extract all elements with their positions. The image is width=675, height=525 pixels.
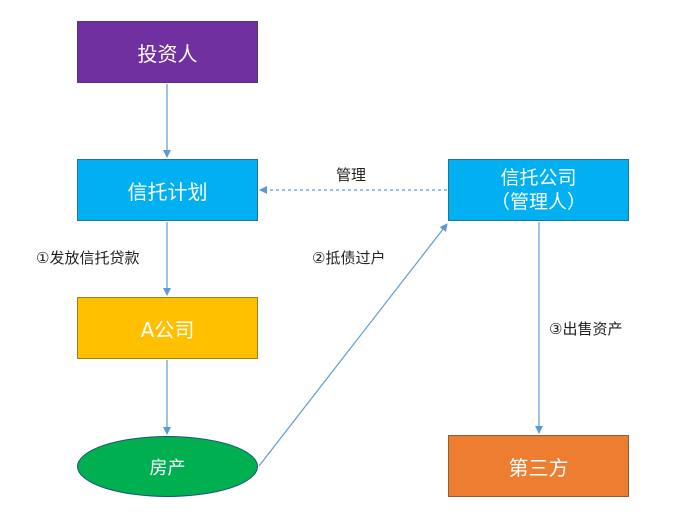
trust-company-node: 信托公司 （管理人） xyxy=(448,159,629,221)
a-company-label: A公司 xyxy=(140,317,195,342)
trust-plan-label: 信托计划 xyxy=(127,179,208,204)
property-label: 房产 xyxy=(149,457,186,479)
third-party-label: 第三方 xyxy=(508,455,569,480)
investor-label: 投资人 xyxy=(137,41,198,66)
edge-label-sell-asset: ③出售资产 xyxy=(549,320,623,338)
arrow-property-to-trust-company xyxy=(258,223,448,467)
edge-label-manage: 管理 xyxy=(336,166,367,184)
edge-label-issue-loan: ①发放信托贷款 xyxy=(36,249,140,267)
third-party-node: 第三方 xyxy=(448,435,629,497)
investor-node: 投资人 xyxy=(77,21,258,83)
a-company-node: A公司 xyxy=(77,297,258,359)
edge-label-debt-transfer: ②抵债过户 xyxy=(312,249,386,267)
trust-company-label: 信托公司 xyxy=(500,167,577,189)
trust-plan-node: 信托计划 xyxy=(77,159,258,221)
trust-company-role-label: （管理人） xyxy=(490,191,586,213)
property-node: 房产 xyxy=(77,436,258,497)
